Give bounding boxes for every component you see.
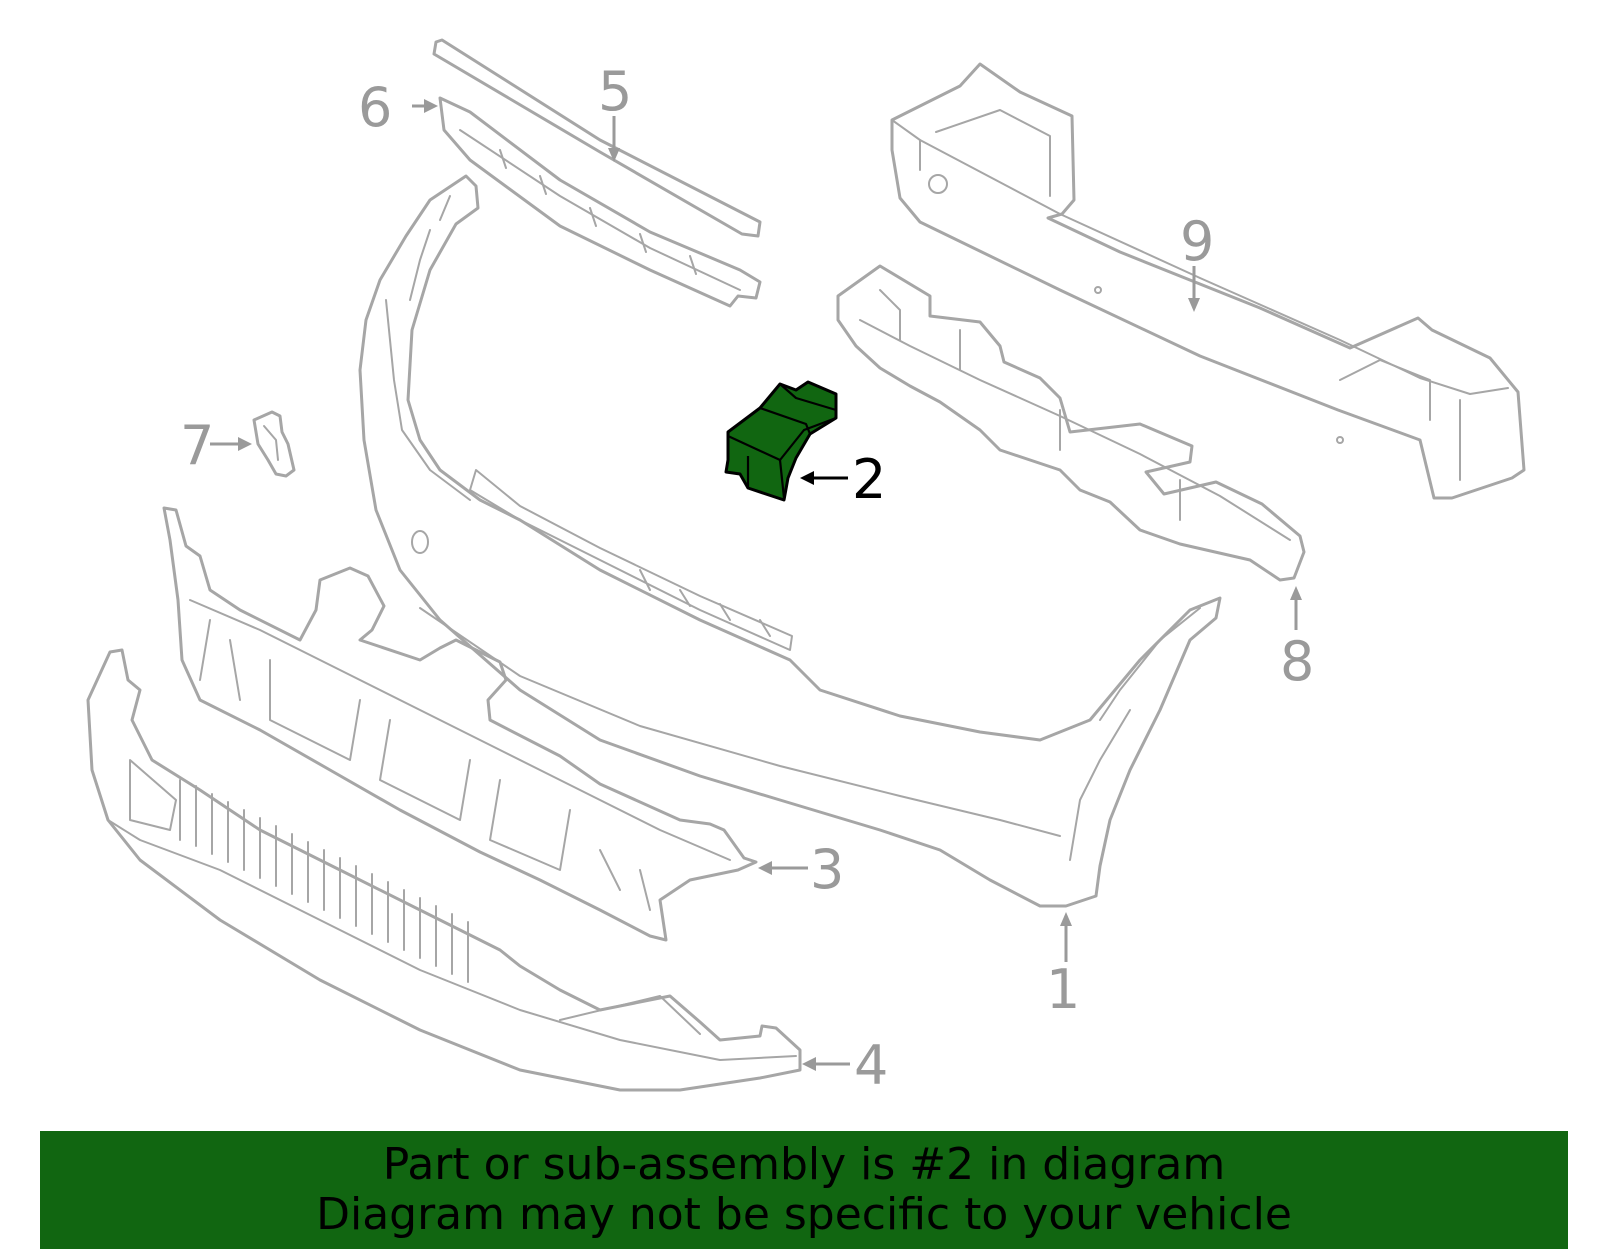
callout-9[interactable]: 9 [1180,210,1214,312]
banner-line-1: Part or sub-assembly is #2 in diagram [382,1139,1226,1190]
svg-text:6: 6 [358,76,392,139]
part-6-upper-bracket[interactable] [438,96,762,308]
part-5-trim-strip[interactable] [432,38,762,238]
part-1-bumper-cover[interactable] [358,174,1222,908]
svg-text:4: 4 [854,1034,888,1097]
part-4-lower-spoiler[interactable] [86,648,802,1092]
part-7-small-bracket[interactable] [252,410,296,478]
callout-7[interactable]: 7 [180,414,252,477]
svg-text:9: 9 [1180,210,1214,273]
callout-1[interactable]: 1 [1046,912,1080,1021]
part-8-energy-absorber[interactable] [836,264,1306,582]
callout-8[interactable]: 8 [1280,586,1314,693]
svg-text:5: 5 [598,60,632,123]
svg-text:3: 3 [810,838,844,901]
part-9-reinforcement-beam[interactable] [890,62,1526,500]
part-3-grille-carrier[interactable] [162,506,758,942]
banner-line-2: Diagram may not be specific to your vehi… [316,1189,1292,1240]
info-banner: Part or sub-assembly is #2 in diagram Di… [40,1131,1568,1249]
callout-3[interactable]: 3 [758,838,844,901]
callout-6[interactable]: 6 [358,76,438,139]
svg-text:7: 7 [180,414,214,477]
callout-2[interactable]: 2 [800,448,886,511]
svg-text:1: 1 [1046,958,1080,1021]
part-2-bracket-highlighted[interactable] [724,380,838,502]
svg-text:8: 8 [1280,630,1314,693]
callout-5[interactable]: 5 [598,60,632,162]
callout-4[interactable]: 4 [802,1034,888,1097]
svg-text:2: 2 [852,448,886,511]
